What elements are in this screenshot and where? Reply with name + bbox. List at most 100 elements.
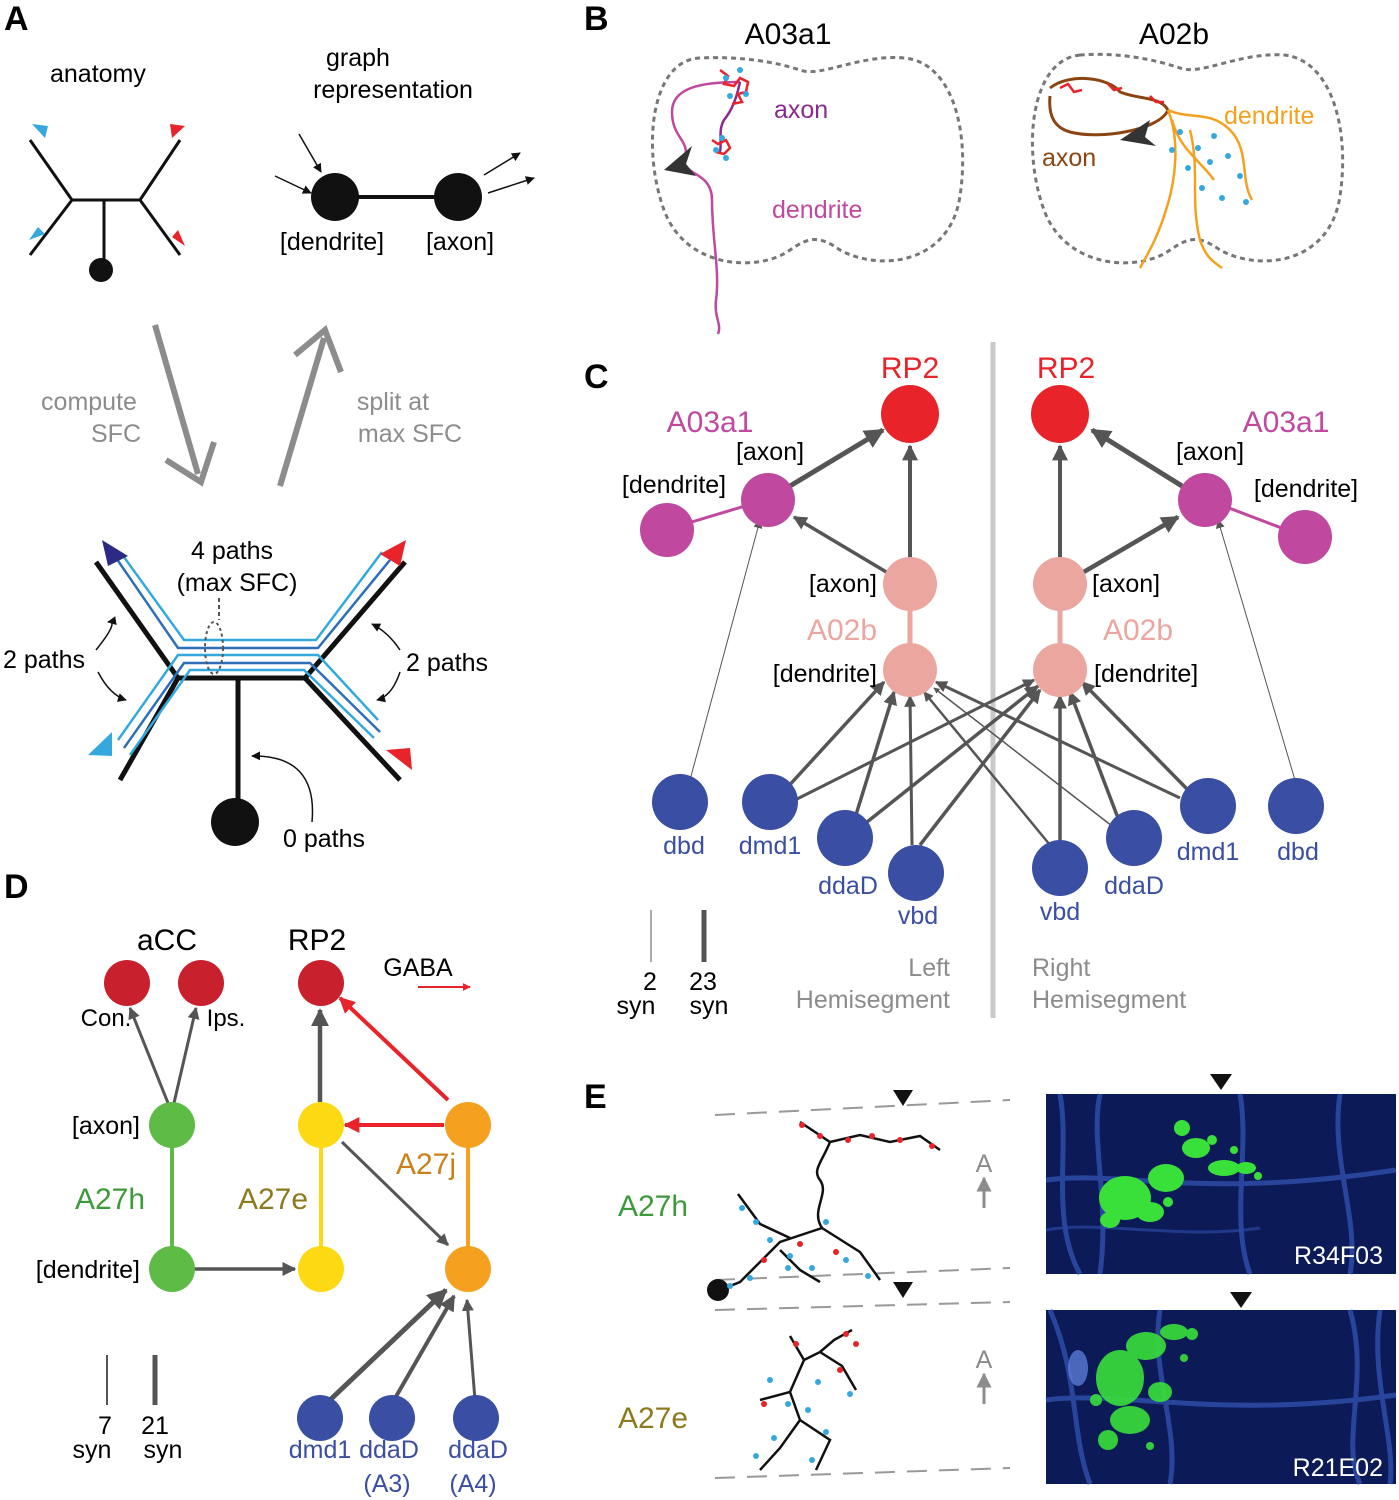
d-a27j-dendrite-node <box>445 1246 491 1292</box>
anatomy-input-marker-top <box>32 124 48 138</box>
c-edges <box>689 427 1296 847</box>
e-a27e-label: A27e <box>618 1402 688 1435</box>
c-left-a02b-axon-node <box>883 557 937 611</box>
two-paths-left-arrow-down <box>97 671 127 702</box>
c-left-dmd1-label: dmd1 <box>739 832 802 860</box>
d-scale-big-unit: syn <box>144 1436 183 1464</box>
c-right-a02b-label: A02b <box>1103 614 1173 647</box>
a03a1-input-sites <box>713 67 749 161</box>
sfc-input-marker-light <box>88 732 112 756</box>
c-right-a03a1-label: A03a1 <box>1243 406 1330 439</box>
c-left-dbd-node <box>652 774 708 830</box>
d-a3-label: (A3) <box>363 1470 410 1498</box>
c-left-vbd-label: vbd <box>898 902 938 930</box>
d-dmd1-node <box>297 1395 343 1441</box>
split-label-line1: split at <box>357 388 429 416</box>
d-ddad-a3-label: ddaD <box>359 1436 419 1464</box>
c-right-rp2-node <box>1031 385 1089 443</box>
a03a1-dendrite-trace <box>670 80 741 335</box>
anatomy-output-marker-bottom <box>172 230 185 246</box>
panel-c: C <box>584 342 1358 1020</box>
sfc-output-marker-bottom <box>386 748 412 770</box>
c-left-a03a1-label: A03a1 <box>667 406 754 439</box>
sfc-paths <box>110 551 391 756</box>
graph-title-line1: graph <box>326 44 390 72</box>
a02b-input-sites <box>1169 129 1249 205</box>
c-right-dendrite-label-mid: [dendrite] <box>1094 660 1198 688</box>
split-label-line2: max SFC <box>358 420 462 448</box>
d-a27j-label: A27j <box>396 1148 456 1181</box>
d-con-label: Con. <box>81 1005 132 1032</box>
c-right-dmd1-node <box>1180 778 1236 834</box>
a02b-split-arrowhead <box>1120 120 1156 146</box>
graph-input-arrow-1 <box>298 133 322 173</box>
c-scale-big-unit: syn <box>690 992 729 1020</box>
split-arrow-shaft <box>277 337 327 487</box>
b-a02b-dendrite-label: dendrite <box>1224 102 1314 130</box>
two-paths-right: 2 paths <box>406 649 488 677</box>
c-right-vbd-label: vbd <box>1040 898 1080 926</box>
e-a27h-soma <box>707 1279 729 1301</box>
b-a03a1-axon-label: axon <box>774 96 828 124</box>
zero-paths-arrow <box>251 751 314 823</box>
c-scale-small-unit: syn <box>617 992 656 1020</box>
c-left-hemi-line2: Hemisegment <box>796 986 950 1014</box>
split-arrow-head <box>293 325 344 374</box>
d-scale-small-count: 7 <box>98 1412 112 1440</box>
d-axon-label: [axon] <box>72 1112 140 1140</box>
c-left-a02b-dendrite-node <box>883 643 937 697</box>
b-a02b-axon-label: axon <box>1042 144 1096 172</box>
anatomy-label: anatomy <box>50 60 146 88</box>
zero-paths-label: 0 paths <box>283 825 365 853</box>
panel-c-letter: C <box>584 358 609 396</box>
e-bottom-midline-marker <box>893 1282 913 1298</box>
graph-label-dendrite: [dendrite] <box>280 228 384 256</box>
d-a27e-axon-node <box>298 1102 344 1148</box>
c-right-ddad-node <box>1106 810 1162 866</box>
d-gaba-label: GABA <box>383 954 453 982</box>
e-a27e-inputs <box>753 1377 853 1463</box>
c-left-dbd-label: dbd <box>663 832 705 860</box>
compute-label-line2: SFC <box>91 420 141 448</box>
e-micrograph-r21e02: R21E02 <box>1045 1309 1397 1486</box>
graph-label-axon: [axon] <box>426 228 494 256</box>
compute-label-line1: compute <box>41 388 137 416</box>
two-paths-left-arrow-up <box>95 616 117 651</box>
e-r21e02-midline-marker <box>1230 1292 1252 1308</box>
e-micrograph-r34f03: R34F03 <box>1045 1093 1397 1276</box>
d-a27h-label: A27h <box>75 1183 145 1216</box>
c-left-a03a1-axon-node <box>741 473 795 527</box>
panel-a-letter: A <box>4 0 29 38</box>
graph-title-line2: representation <box>313 76 473 104</box>
c-left-a02b-label: A02b <box>807 614 877 647</box>
e-a27e-outputs <box>761 1331 859 1407</box>
e-r21e02-label: R21E02 <box>1293 1454 1383 1482</box>
graph-output-arrow-2 <box>487 176 535 194</box>
c-left-a03a1-dendrite-node <box>640 503 694 557</box>
c-scale-big-count: 23 <box>689 968 717 996</box>
c-left-rp2-label: RP2 <box>881 352 939 385</box>
b-cns-outline-a03a1 <box>650 56 965 265</box>
compute-arrow-head <box>164 441 217 487</box>
d-ddad-a4-node <box>453 1395 499 1441</box>
d-rp2-node <box>298 960 344 1006</box>
two-paths-right-arrow-up <box>371 623 401 651</box>
c-right-hemi-line2: Hemisegment <box>1032 986 1186 1014</box>
sfc-output-marker-top <box>380 540 406 566</box>
b-a03a1-dendrite-label: dendrite <box>772 196 862 224</box>
c-left-ddad-label: ddaD <box>818 872 878 900</box>
c-left-axon-label-mid: [axon] <box>809 570 877 598</box>
c-left-hemi-line1: Left <box>908 954 950 982</box>
sfc-soma <box>211 798 259 846</box>
panel-e-letter: E <box>584 1078 607 1116</box>
c-right-vbd-node <box>1032 840 1088 896</box>
anatomy-soma <box>89 258 113 282</box>
max-sfc-cut-marker <box>204 621 224 675</box>
graph-input-arrow-2 <box>274 175 312 194</box>
c-right-rp2-label: RP2 <box>1037 352 1095 385</box>
d-rp2-label: RP2 <box>288 924 346 957</box>
c-left-ddad-node <box>817 810 873 866</box>
c-left-rp2-node <box>881 385 939 443</box>
c-right-dendrite-label-top: [dendrite] <box>1254 475 1358 503</box>
b-title-a03a1: A03a1 <box>745 18 832 51</box>
